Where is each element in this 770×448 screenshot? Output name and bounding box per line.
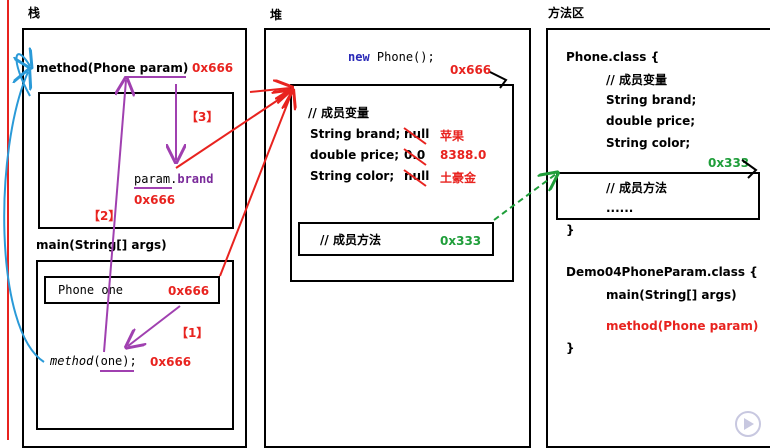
phone-class-methods-comment: // 成员方法 bbox=[606, 181, 667, 195]
heap-field-color-new: 土豪金 bbox=[440, 171, 477, 185]
blue-curve-top-arrow bbox=[16, 54, 30, 97]
methods-addr-mark bbox=[741, 159, 758, 179]
method-frame-to-heap-arrow bbox=[249, 88, 290, 92]
strike-color bbox=[403, 169, 427, 187]
method-area-label: 方法区 bbox=[548, 6, 585, 20]
method-call: method(one); bbox=[50, 354, 137, 368]
heap-field-color-old: null bbox=[404, 169, 430, 183]
local-var-addr: 0x666 bbox=[168, 284, 210, 298]
demo-class-close: } bbox=[566, 341, 575, 355]
heap-methods-comment: // 成员方法 bbox=[320, 233, 381, 247]
phone-class-field-brand: String brand; bbox=[606, 93, 697, 107]
method-call-addr: 0x666 bbox=[150, 355, 192, 369]
stack-label: 栈 bbox=[28, 6, 41, 20]
heap-field-brand-new: 苹果 bbox=[440, 129, 465, 143]
main-frame-box bbox=[36, 260, 234, 430]
methods-to-method-area-arrow bbox=[493, 174, 556, 221]
phone-class-header: Phone.class { bbox=[566, 50, 660, 64]
demo-class-header: Demo04PhoneParam.class { bbox=[566, 265, 758, 279]
heap-new-expression: new Phone(); bbox=[348, 50, 435, 64]
phone-class-field-price: double price; bbox=[606, 114, 696, 128]
step-2-label: 【2】 bbox=[88, 209, 121, 223]
step-1-arrow bbox=[128, 305, 181, 346]
step-2-arrow bbox=[103, 80, 126, 353]
heap-field-brand-decl: String brand; bbox=[310, 127, 401, 141]
heap-object-box bbox=[290, 84, 514, 282]
heap-field-price-new: 8388.0 bbox=[440, 148, 487, 162]
heap-field-color-decl: String color; bbox=[310, 169, 395, 183]
phone-class-close: } bbox=[566, 223, 575, 237]
strike-price bbox=[403, 148, 427, 166]
heap-object-addr: 0x666 bbox=[450, 63, 492, 77]
phone-class-fields-comment: // 成员变量 bbox=[606, 73, 667, 87]
demo-class-main: main(String[] args) bbox=[606, 288, 737, 302]
method-frame-signature: method(Phone param) bbox=[36, 61, 189, 75]
param-to-heap-arrow bbox=[175, 92, 290, 169]
phone-class-methods-box bbox=[556, 172, 760, 220]
heap-field-brand-old: null bbox=[404, 127, 430, 141]
play-icon[interactable] bbox=[735, 411, 761, 437]
blue-curve-call-arrow bbox=[3, 72, 45, 363]
step-1-label: 【1】 bbox=[176, 326, 209, 340]
local-var-label: Phone one bbox=[58, 283, 124, 297]
step-3-label: 【3】 bbox=[186, 110, 219, 124]
demo-class-method: method(Phone param) bbox=[606, 319, 759, 333]
heap-fields-comment: // 成员变量 bbox=[308, 106, 369, 120]
phone-class-methods-addr: 0x333 bbox=[708, 156, 750, 170]
local-var-to-heap-arrow bbox=[219, 92, 292, 277]
main-frame-signature: main(String[] args) bbox=[36, 238, 167, 252]
heap-methods-box bbox=[298, 222, 494, 256]
heap-field-price-old: 0.0 bbox=[404, 148, 426, 162]
heap-methods-addr: 0x333 bbox=[440, 234, 482, 248]
method-frame-addr: 0x666 bbox=[192, 61, 234, 75]
param-ref: param.brand bbox=[134, 172, 214, 186]
strike-brand bbox=[403, 127, 427, 145]
heap-field-price-decl: double price; bbox=[310, 148, 400, 162]
phone-class-field-color: String color; bbox=[606, 136, 691, 150]
local-var-box bbox=[44, 276, 220, 304]
phone-class-methods-ellipsis: ...... bbox=[606, 201, 634, 215]
heap-addr-mark bbox=[489, 71, 508, 89]
param-ref-addr: 0x666 bbox=[134, 193, 176, 207]
heap-label: 堆 bbox=[270, 8, 283, 22]
